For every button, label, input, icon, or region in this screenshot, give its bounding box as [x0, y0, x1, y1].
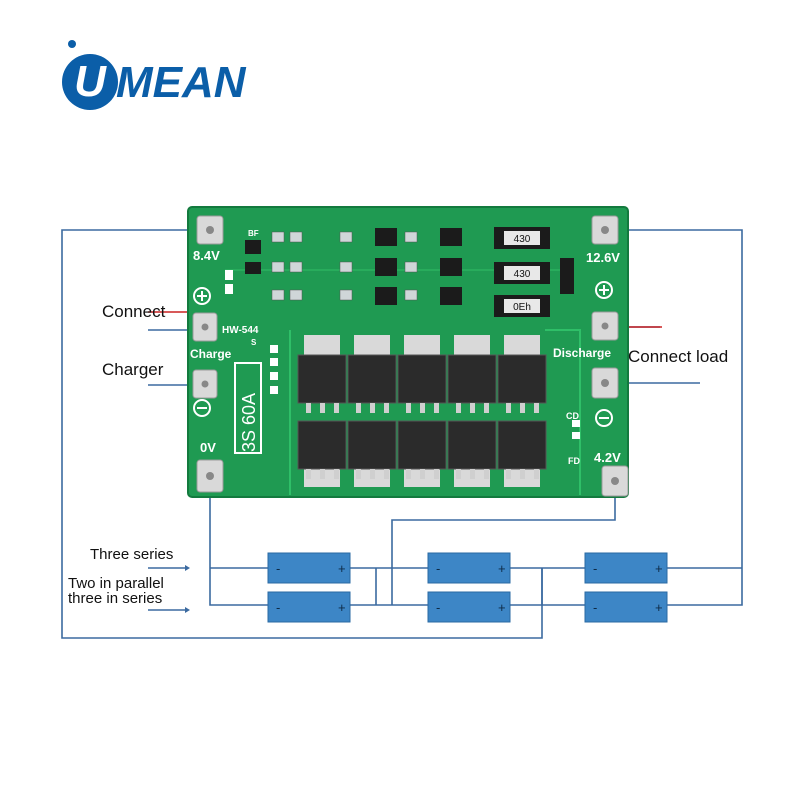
battery-plus-label: +	[498, 600, 506, 615]
battery-minus-label: -	[276, 600, 280, 615]
mosfet	[297, 420, 347, 487]
resistor-label-2: 430	[514, 269, 531, 280]
mosfet	[397, 420, 447, 487]
logo-text: MEAN	[116, 58, 246, 107]
battery-minus-label: -	[436, 600, 440, 615]
battery-minus-label: -	[593, 561, 597, 576]
mosfet	[297, 335, 347, 413]
label-12v6: 12.6V	[586, 250, 620, 265]
label-s: S	[251, 338, 257, 347]
label-fd: FD	[568, 456, 580, 466]
battery-cell: -+	[267, 591, 351, 623]
battery-cells: -+-+-+-+-+-+	[267, 552, 668, 623]
label-charge: Charge	[190, 347, 232, 361]
logo-dot-icon	[68, 40, 76, 48]
smd-rows	[271, 231, 418, 301]
plus-icon	[595, 281, 613, 299]
battery-minus-label: -	[276, 561, 280, 576]
mosfet	[497, 335, 547, 413]
label-charger: Charger	[102, 360, 164, 379]
battery-plus-label: +	[338, 561, 346, 576]
mosfet-grid	[297, 335, 547, 487]
battery-plus-label: +	[655, 600, 663, 615]
board-model: HW-544	[222, 325, 259, 336]
shunt-resistors	[494, 227, 550, 317]
resistor-label-1: 430	[514, 234, 531, 245]
battery-cell: -+	[427, 552, 511, 584]
label-three-in-series: three in series	[68, 590, 163, 607]
label-two-parallel: Two in parallel	[68, 575, 164, 592]
label-bf: BF	[248, 229, 259, 238]
wire-0v	[209, 480, 268, 606]
resistor-label-3: 0Eh	[513, 302, 531, 313]
battery-cell: -+	[584, 552, 668, 584]
wire-8v4	[61, 229, 543, 639]
plus-icon	[193, 287, 211, 305]
label-connect-load: Connect load	[628, 347, 729, 366]
battery-minus-label: -	[593, 600, 597, 615]
pcb-board: 430 430 0Eh	[187, 206, 629, 498]
polarity-marks	[193, 281, 613, 427]
battery-minus-label: -	[436, 561, 440, 576]
battery-plus-label: +	[498, 561, 506, 576]
label-cd: CD	[566, 411, 579, 421]
mosfet	[447, 420, 497, 487]
battery-plus-label: +	[338, 600, 346, 615]
mosfet	[447, 335, 497, 413]
wire-12v6	[615, 229, 743, 606]
minus-icon	[595, 409, 613, 427]
battery-cell: -+	[427, 591, 511, 623]
ic-chips	[245, 228, 574, 305]
board-rating: 3S 60A	[239, 393, 259, 452]
label-4v2: 4.2V	[594, 450, 621, 465]
wire-4v2	[391, 482, 616, 605]
label-three-series: Three series	[90, 546, 174, 563]
label-0v: 0V	[200, 440, 216, 455]
label-discharge: Discharge	[553, 346, 611, 360]
mosfet	[347, 420, 397, 487]
battery-cell: -+	[584, 591, 668, 623]
battery-cell: -+	[267, 552, 351, 584]
label-connect: Connect	[102, 302, 166, 321]
minus-icon	[193, 399, 211, 417]
mosfet	[397, 335, 447, 413]
battery-plus-label: +	[655, 561, 663, 576]
logo-u-emblem: U	[62, 54, 118, 110]
label-8v4: 8.4V	[193, 248, 220, 263]
mosfet	[497, 420, 547, 487]
mosfet	[347, 335, 397, 413]
